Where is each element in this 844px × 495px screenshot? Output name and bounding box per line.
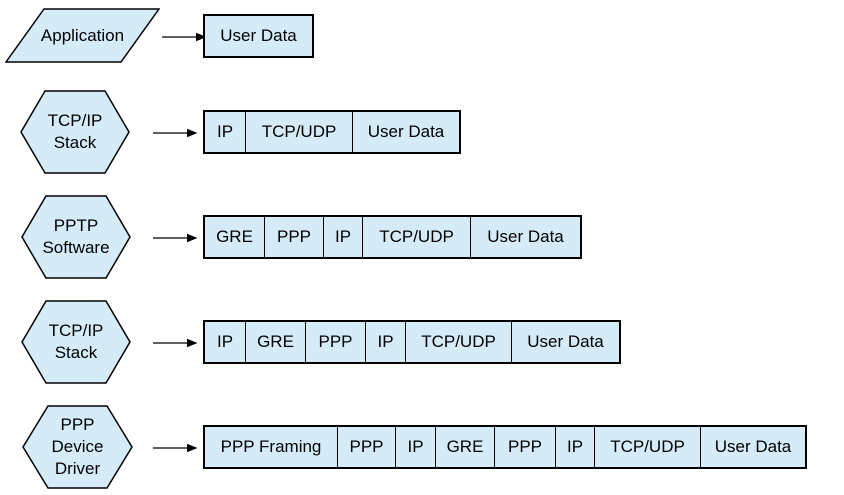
packet-row-ppp-device: PPP Framing PPP IP GRE PPP IP TCP/UDP Us… — [203, 425, 807, 469]
packet-cell: GRE — [216, 227, 253, 246]
packet-cell: IP — [395, 427, 435, 467]
arrow-right-icon — [152, 441, 198, 453]
packet-cell: GRE — [435, 427, 494, 467]
packet-cell: TCP/UDP — [362, 217, 470, 257]
hexagon-icon — [20, 90, 130, 174]
arrow-right-icon — [152, 126, 198, 138]
packet-cell: User Data — [470, 217, 580, 257]
arrow-right-icon — [152, 336, 198, 348]
packet-cell: PPP Framing — [220, 437, 322, 456]
packet-row-tcpip-1: IP TCP/UDP User Data — [203, 110, 461, 154]
packet-cell: User Data — [220, 26, 297, 45]
packet-cell: PPP — [494, 427, 555, 467]
stage-shape-application: Application — [5, 8, 160, 63]
stage-shape-ppp-device-driver: PPP Device Driver — [22, 405, 133, 489]
stage-shape-pptp-software: PPTP Software — [21, 195, 131, 279]
hexagon-icon — [21, 195, 131, 279]
packet-row-application: User Data — [203, 14, 314, 58]
packet-cell: User Data — [511, 322, 619, 362]
packet-cell: PPP — [305, 322, 365, 362]
packet-cell: User Data — [700, 427, 805, 467]
packet-cell: PPP — [337, 427, 395, 467]
hexagon-icon — [21, 300, 131, 384]
stage-shape-tcpip-stack-1: TCP/IP Stack — [20, 90, 130, 174]
packet-cell: TCP/UDP — [245, 112, 352, 152]
packet-cell: PPP — [264, 217, 323, 257]
packet-cell: IP — [323, 217, 362, 257]
packet-row-tcpip-2: IP GRE PPP IP TCP/UDP User Data — [203, 320, 621, 364]
arrow-right-icon — [152, 231, 198, 243]
packet-cell: IP — [365, 322, 405, 362]
parallelogram-icon — [5, 8, 160, 63]
packet-cell: IP — [555, 427, 594, 467]
packet-cell: TCP/UDP — [594, 427, 700, 467]
packet-cell: GRE — [245, 322, 305, 362]
packet-row-pptp: GRE PPP IP TCP/UDP User Data — [203, 215, 582, 259]
packet-cell: IP — [216, 122, 234, 141]
packet-cell: IP — [216, 332, 234, 351]
stage-shape-tcpip-stack-2: TCP/IP Stack — [21, 300, 131, 384]
packet-cell: User Data — [352, 112, 459, 152]
packet-cell: TCP/UDP — [405, 322, 511, 362]
hexagon-icon — [22, 405, 133, 489]
arrow-right-icon — [161, 30, 207, 42]
